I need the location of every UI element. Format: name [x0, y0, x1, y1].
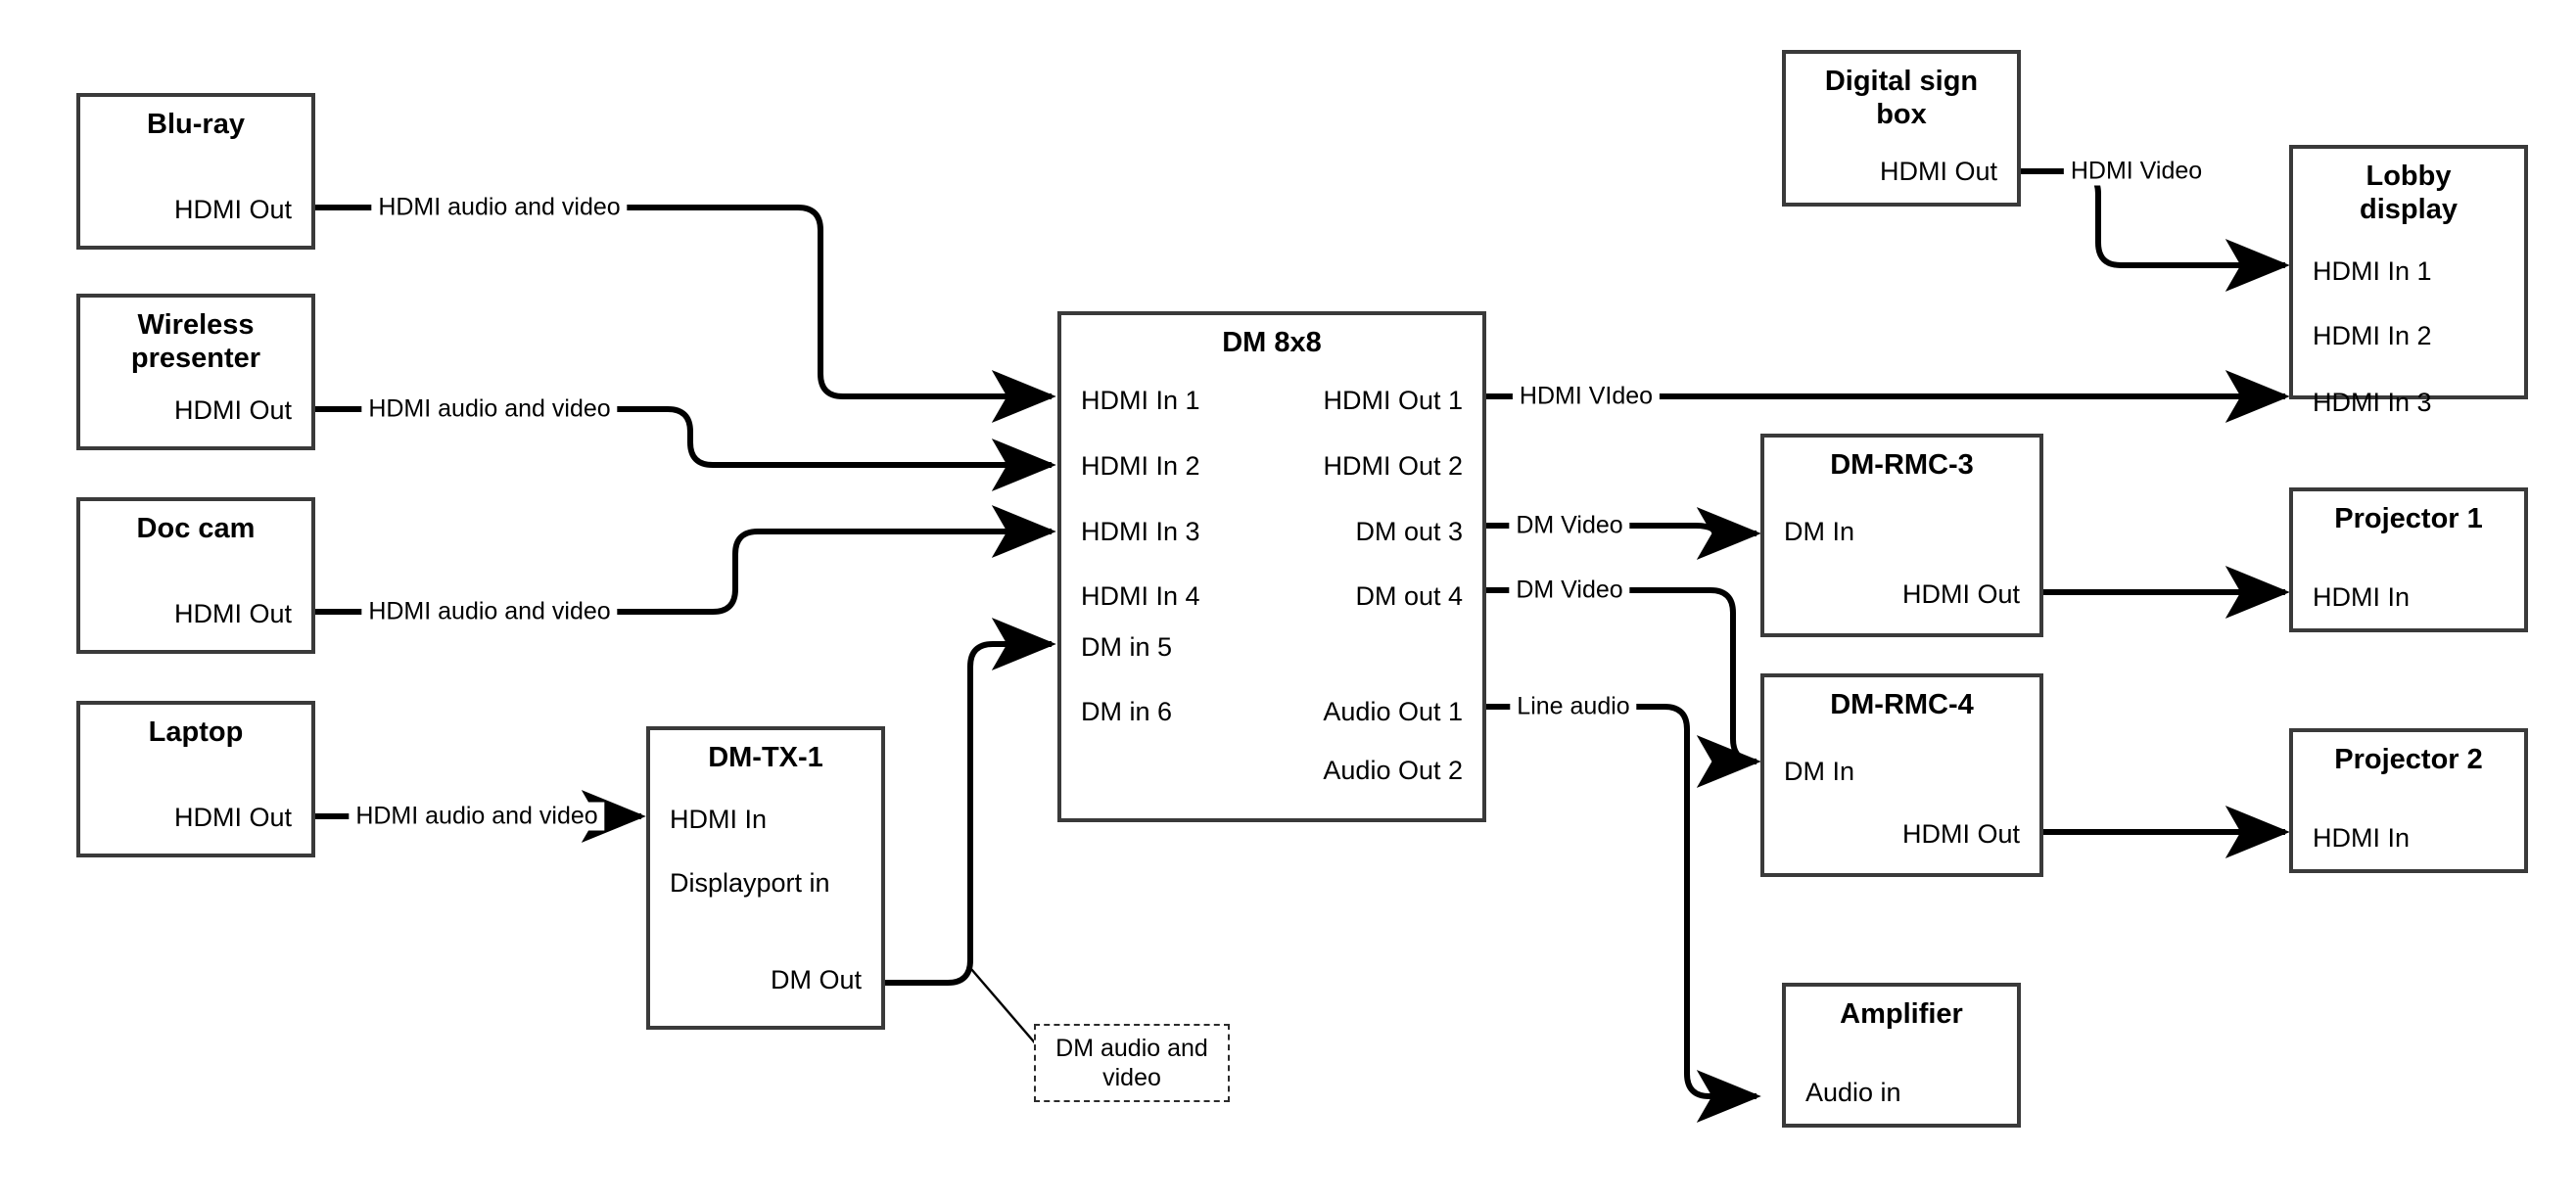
device-dm-8x8-input-hdmi-in-1: HDMI In 1	[1081, 386, 1200, 415]
device-wireless-presenter[interactable]: Wireless presenter HDMI Out	[76, 294, 315, 450]
device-doc-cam-port-hdmi-out: HDMI Out	[173, 599, 292, 628]
device-projector-2-title: Projector 2	[2334, 744, 2483, 775]
device-dm-8x8-output-hdmi-out-2: HDMI Out 2	[1323, 451, 1463, 481]
device-dm-8x8-output-dm-out-3: DM out 3	[1355, 517, 1463, 546]
device-doc-cam-title: Doc cam	[136, 513, 256, 544]
device-dm-rmc-3-port-dm-in: DM In	[1784, 517, 1855, 546]
device-doc-cam[interactable]: Doc cam HDMI Out	[76, 497, 315, 654]
device-projector-2-port-hdmi-in: HDMI In	[2313, 823, 2411, 853]
device-dm-rmc-3[interactable]: DM-RMC-3 DM In HDMI Out	[1760, 434, 2043, 637]
device-projector-2[interactable]: Projector 2 HDMI In	[2289, 728, 2528, 873]
device-lobby-display-title-line1: Lobby	[2365, 161, 2452, 192]
device-bluray-title: Blu-ray	[147, 109, 245, 140]
device-dm-rmc-3-port-hdmi-out: HDMI Out	[1901, 579, 2020, 609]
device-wireless-presenter-title-line2: presenter	[130, 343, 261, 375]
wire-label-doccam-to-dm8x8: HDMI audio and video	[361, 597, 618, 626]
wire-dm8x8-dmout4-to-rmc4	[1486, 587, 1761, 788]
device-dm-8x8-output-dm-out-4: DM out 4	[1355, 581, 1463, 611]
device-dm-rmc-3-title: DM-RMC-3	[1830, 449, 1974, 481]
device-dm-rmc-4-port-hdmi-out: HDMI Out	[1901, 819, 2020, 849]
device-dm-8x8-output-audio-out-1: Audio Out 1	[1323, 697, 1463, 726]
wire-dm8x8-dmout3-to-rmc3	[1486, 507, 1761, 560]
wire-wireless-to-dm8x8-in2	[315, 406, 1056, 491]
device-amplifier-title: Amplifier	[1840, 998, 1963, 1030]
wire-label-wireless-to-dm8x8: HDMI audio and video	[361, 394, 618, 424]
device-dm-8x8-input-dm-in-6: DM in 6	[1081, 697, 1173, 726]
note-dm-audio-and-video-line2: video	[1102, 1064, 1161, 1091]
device-projector-1-title: Projector 1	[2334, 503, 2483, 534]
wire-label-signbox-to-lobby: HDMI Video	[2063, 157, 2210, 186]
wire-label-dmout3-to-rmc3: DM Video	[1509, 511, 1630, 540]
device-lobby-display[interactable]: Lobby display HDMI In 1 HDMI In 2 HDMI I…	[2289, 145, 2528, 417]
wire-dm8x8-audioout1-to-amplifier	[1486, 704, 1761, 1123]
device-digital-sign-box-title: Digital sign box	[1786, 54, 2017, 131]
device-digital-sign-box[interactable]: Digital sign box HDMI Out	[1782, 50, 2021, 207]
device-dm-tx-1-title: DM-TX-1	[708, 742, 823, 773]
note-leader-line	[970, 968, 1045, 1054]
device-digital-sign-box-title-line2: box	[1876, 99, 1927, 131]
device-dm-8x8-output-hdmi-out-1: HDMI Out 1	[1323, 386, 1463, 415]
wire-label-hdmiout1-to-lobby: HDMI VIdeo	[1512, 382, 1661, 411]
wire-label-laptop-to-dmtx1: HDMI audio and video	[349, 802, 605, 831]
device-dm-tx-1-port-dm-out: DM Out	[770, 965, 862, 994]
device-dm-8x8-input-hdmi-in-4: HDMI In 4	[1081, 581, 1200, 611]
wire-label-audioout1-to-amplifier: Line audio	[1510, 692, 1637, 721]
wire-dmtx1-to-dm8x8-dmin5	[885, 618, 1056, 986]
device-wireless-presenter-title: Wireless presenter	[80, 298, 311, 375]
device-dm-8x8-output-audio-out-2: Audio Out 2	[1323, 756, 1463, 785]
note-dm-audio-and-video: DM audio and video	[1034, 1024, 1230, 1102]
device-bluray-port-hdmi-out: HDMI Out	[173, 195, 292, 224]
device-wireless-presenter-title-line1: Wireless	[137, 309, 255, 341]
device-amplifier-port-audio-in: Audio in	[1805, 1078, 1901, 1107]
device-lobby-display-title: Lobby display	[2293, 149, 2524, 226]
device-laptop[interactable]: Laptop HDMI Out	[76, 701, 315, 857]
device-dm-tx-1-port-displayport-in: Displayport in	[670, 868, 830, 898]
wire-label-dmout4-to-rmc4: DM Video	[1509, 576, 1630, 605]
note-dm-audio-and-video-line1: DM audio and	[1055, 1035, 1208, 1062]
wire-doccam-to-dm8x8-in3	[315, 505, 1056, 615]
device-bluray[interactable]: Blu-ray HDMI Out	[76, 93, 315, 250]
device-lobby-display-input-hdmi-in-3: HDMI In 3	[2313, 388, 2432, 417]
device-dm-8x8-input-hdmi-in-2: HDMI In 2	[1081, 451, 1200, 481]
device-dm-tx-1[interactable]: DM-TX-1 HDMI In Displayport in DM Out	[646, 726, 885, 1030]
device-dm-rmc-4-title: DM-RMC-4	[1830, 689, 1974, 720]
device-dm-rmc-4-port-dm-in: DM In	[1784, 757, 1855, 786]
device-digital-sign-box-title-line1: Digital sign	[1824, 66, 1979, 97]
device-projector-1[interactable]: Projector 1 HDMI In	[2289, 487, 2528, 632]
device-laptop-title: Laptop	[148, 716, 244, 748]
device-dm-8x8[interactable]: DM 8x8 HDMI In 1 HDMI In 2 HDMI In 3 HDM…	[1057, 311, 1486, 822]
device-digital-sign-box-port-hdmi-out: HDMI Out	[1879, 157, 1997, 186]
device-dm-8x8-input-hdmi-in-3: HDMI In 3	[1081, 517, 1200, 546]
wire-bluray-to-dm8x8-in1	[315, 205, 1056, 423]
device-lobby-display-title-line2: display	[2360, 194, 2458, 226]
device-lobby-display-input-hdmi-in-1: HDMI In 1	[2313, 256, 2432, 286]
device-dm-8x8-input-dm-in-5: DM in 5	[1081, 632, 1173, 662]
wire-label-bluray-to-dm8x8: HDMI audio and video	[371, 193, 628, 222]
device-amplifier[interactable]: Amplifier Audio in	[1782, 983, 2021, 1128]
device-laptop-port-hdmi-out: HDMI Out	[173, 803, 292, 832]
device-wireless-presenter-port-hdmi-out: HDMI Out	[173, 395, 292, 425]
device-dm-rmc-4[interactable]: DM-RMC-4 DM In HDMI Out	[1760, 673, 2043, 877]
device-dm-8x8-title: DM 8x8	[1222, 327, 1322, 358]
device-projector-1-port-hdmi-in: HDMI In	[2313, 582, 2411, 612]
device-lobby-display-input-hdmi-in-2: HDMI In 2	[2313, 321, 2432, 350]
device-dm-tx-1-port-hdmi-in: HDMI In	[670, 805, 768, 834]
